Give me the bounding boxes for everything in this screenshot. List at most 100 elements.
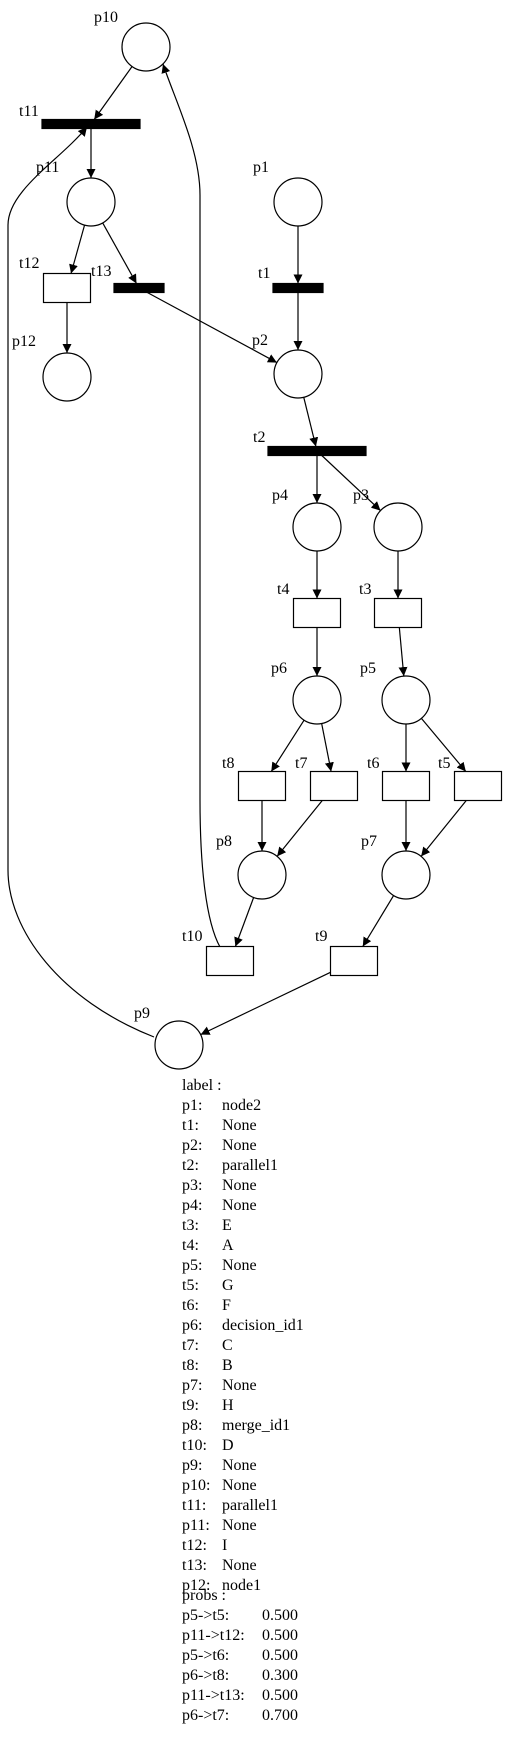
legend-prob-row: p5->t6:0.500 xyxy=(182,1647,298,1664)
legend-prob-key: p6->t8: xyxy=(182,1667,229,1684)
place-p2 xyxy=(273,349,323,399)
legend-label-row: t5: G xyxy=(182,1277,234,1294)
node-label-p5: p5 xyxy=(360,660,376,677)
legend-prob-value: 0.500 xyxy=(262,1607,298,1624)
legend-prob-row: p6->t7: 0.700 xyxy=(182,1707,298,1724)
legend-label-key: t12: xyxy=(182,1537,207,1554)
legend-label-value: None xyxy=(222,1177,257,1194)
arc-t9-to-p9 xyxy=(200,971,331,1036)
transition-t5 xyxy=(453,770,503,802)
legend-label-value: node2 xyxy=(222,1097,261,1114)
transition-t3 xyxy=(373,597,423,629)
legend-label-key: t7: xyxy=(182,1337,199,1354)
legend-label-row: p10:None xyxy=(182,1477,257,1494)
legend-label-value: F xyxy=(222,1297,231,1314)
node-label-p10: p10 xyxy=(94,9,118,26)
legend-label-value: parallel1 xyxy=(222,1157,278,1174)
legend-label-key: p10: xyxy=(182,1477,210,1494)
transition-t7 xyxy=(309,770,359,802)
legend-label-row: p9: None xyxy=(182,1457,257,1474)
legend-label-value: None xyxy=(222,1557,257,1574)
node-label-p1: p1 xyxy=(253,159,269,176)
place-p1 xyxy=(273,177,323,227)
legend: label : p1:node2t1:Nonep2:Nonet2:paralle… xyxy=(182,1077,304,1724)
transition-t6 xyxy=(381,770,431,802)
arcs xyxy=(7,63,467,1038)
place-p11 xyxy=(66,177,116,227)
legend-label-row: t1:None xyxy=(182,1117,257,1134)
node-label-t1: t1 xyxy=(258,265,270,282)
legend-label-value: None xyxy=(222,1517,257,1534)
legend-label-value: parallel1 xyxy=(222,1497,278,1514)
legend-label-row: t7: C xyxy=(182,1337,233,1354)
place-p5 xyxy=(381,675,431,725)
node-labels: p1p2p3p4p5p6p7p8p9p10p11p12t1t2t3t4t5t6t… xyxy=(12,9,450,1022)
legend-label-key: p4: xyxy=(182,1197,202,1214)
legend-prob-value: 0.700 xyxy=(262,1707,298,1724)
legend-label-row: p6: decision_id1 xyxy=(182,1317,304,1334)
legend-label-row: t10:D xyxy=(182,1437,234,1454)
legend-label-row: p12: node1 xyxy=(182,1577,261,1594)
node-label-p8: p8 xyxy=(216,833,232,850)
node-label-t10: t10 xyxy=(182,928,202,945)
node-label-t8: t8 xyxy=(222,755,234,772)
arc-p11-to-t13 xyxy=(102,222,138,284)
transition-t9 xyxy=(329,945,379,977)
legend-prob-key: p6->t7: xyxy=(182,1707,229,1724)
transition-t11 xyxy=(41,118,141,130)
legend-label-key: p12: xyxy=(182,1577,210,1594)
legend-label-value: node1 xyxy=(222,1577,261,1594)
legend-label-key: p3: xyxy=(182,1177,202,1194)
node-label-p2: p2 xyxy=(252,332,268,349)
legend-label-key: p11: xyxy=(182,1517,210,1534)
place-p6 xyxy=(292,675,342,725)
place-p10 xyxy=(121,22,171,72)
legend-label-key: p6: xyxy=(182,1317,202,1334)
arc-t10-to-p10 xyxy=(161,63,221,948)
legend-label-row: t8:B xyxy=(182,1357,233,1374)
legend-prob-row: p6->t8:0.300 xyxy=(182,1667,298,1684)
legend-label-key: p9: xyxy=(182,1457,202,1474)
arc-p8-to-t10 xyxy=(234,897,255,947)
node-label-t13: t13 xyxy=(91,263,111,280)
arc-p7-to-t9 xyxy=(362,895,395,947)
node-label-t4: t4 xyxy=(277,581,289,598)
node-label-p7: p7 xyxy=(361,833,377,850)
legend-label-value: C xyxy=(222,1337,233,1354)
legend-label-row: t11:parallel1 xyxy=(182,1497,278,1514)
legend-prob-row: p11->t12:0.500 xyxy=(182,1627,298,1644)
legend-label-row: t2:parallel1 xyxy=(182,1157,278,1174)
legend-label-value: E xyxy=(222,1217,232,1234)
node-label-p4: p4 xyxy=(272,487,288,504)
legend-label-value: decision_id1 xyxy=(222,1317,304,1334)
node-label-t5: t5 xyxy=(438,755,450,772)
legend-label-key: t5: xyxy=(182,1277,199,1294)
transition-t1 xyxy=(272,282,324,294)
legend-label-row: t4:A xyxy=(182,1237,234,1254)
legend-label-list: p1:node2 t1:None p2: None t2:parallel1 p3: Non… xyxy=(182,1097,304,1594)
legend-label-row: t12:I xyxy=(182,1537,227,1554)
node-label-t12: t12 xyxy=(19,255,39,272)
legend-label-value: G xyxy=(222,1277,234,1294)
legend-label-key: p2: xyxy=(182,1137,202,1154)
node-label-p6: p6 xyxy=(271,660,287,677)
node-label-t11: t11 xyxy=(19,103,39,120)
place-p9 xyxy=(154,1020,204,1070)
legend-label-row: t9:H xyxy=(182,1397,234,1414)
arc-p9-to-t11 xyxy=(7,126,155,1038)
legend-label-value: None xyxy=(222,1457,257,1474)
legend-label-value: None xyxy=(222,1117,257,1134)
transition-t13 xyxy=(113,282,165,294)
arc-p10-to-t11 xyxy=(93,66,133,120)
arc-t7-to-p8 xyxy=(276,800,323,857)
legend-label-row: t13:None xyxy=(182,1557,257,1574)
legend-label-row: p1:node2 xyxy=(182,1097,261,1114)
transition-t10 xyxy=(205,945,255,977)
place-p8 xyxy=(237,850,287,900)
legend-label-key: t8: xyxy=(182,1357,199,1374)
legend-label-value: A xyxy=(222,1237,234,1254)
legend-label-value: H xyxy=(222,1397,234,1414)
transition-t2 xyxy=(267,445,367,457)
legend-label-value: None xyxy=(222,1137,257,1154)
